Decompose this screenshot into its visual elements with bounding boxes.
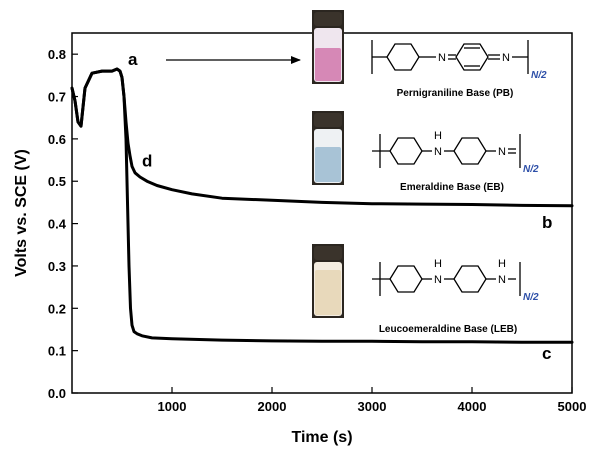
x-axis-label: Time (s) [291, 429, 352, 446]
vial-leb [312, 244, 344, 318]
y-tick-label: 0.6 [48, 132, 66, 147]
y-tick-label: 0.1 [48, 344, 66, 359]
eb-atom-n1: N [434, 146, 442, 158]
point-label-b: b [542, 213, 552, 232]
y-tick-label: 0.7 [48, 90, 66, 105]
leb-atom-h2: H [498, 258, 506, 270]
pb-structure [371, 40, 529, 74]
leb-atom-n2: N [498, 274, 506, 286]
pb-atom-n2: N [502, 52, 510, 64]
eb-atom-h: H [434, 130, 442, 142]
y-tick-label: 0.5 [48, 174, 66, 189]
series-layer [70, 67, 574, 344]
x-tick-label: 2000 [258, 399, 287, 414]
pb-subscript: N/2 [531, 70, 547, 81]
x-tick-label: 4000 [458, 399, 487, 414]
vial-eb [312, 111, 344, 185]
y-tick-label: 0.2 [48, 301, 66, 316]
eb-atom-n2: N [498, 146, 506, 158]
pb-inset: N N N/2 Pernigraniline Base (PB) [312, 10, 547, 99]
point-label-d: d [142, 151, 152, 170]
eb-name: Emeraldine Base (EB) [400, 182, 504, 193]
eb-structure [372, 134, 521, 168]
y-tick-label: 0.4 [48, 217, 67, 232]
leb-atom-h1: H [434, 258, 442, 270]
y-tick-label: 0.3 [48, 259, 66, 274]
point-label-a: a [128, 50, 138, 69]
plot-frame [71, 32, 573, 394]
leb-atom-n1: N [434, 274, 442, 286]
leb-structure [372, 262, 521, 296]
pb-atom-n1: N [438, 52, 446, 64]
eb-inset: H N N N/2 Emeraldine Base (EB) [312, 111, 539, 193]
y-tick-label: 0.8 [48, 47, 66, 62]
y-axis: 0.0 0.1 0.2 0.3 0.4 0.5 0.6 0.7 0.8 [48, 47, 78, 401]
x-axis: 1000 2000 3000 4000 5000 [158, 387, 587, 414]
y-tick-label: 0.0 [48, 386, 66, 401]
x-tick-label: 5000 [558, 399, 587, 414]
y-axis-label: Volts vs. SCE (V) [13, 149, 30, 277]
leb-name: Leucoemeraldine Base (LEB) [379, 324, 517, 335]
pb-name: Pernigraniline Base (PB) [397, 88, 514, 99]
leb-subscript: N/2 [523, 292, 539, 303]
point-labels: a d b c [128, 50, 552, 363]
x-tick-label: 3000 [358, 399, 387, 414]
leb-inset: H N H N N/2 Leucoemeraldine Base (LEB) [312, 244, 539, 335]
vial-pb [312, 10, 344, 84]
point-label-c: c [542, 344, 551, 363]
eb-subscript: N/2 [523, 164, 539, 175]
series-line-c [70, 67, 574, 344]
x-tick-label: 1000 [158, 399, 187, 414]
